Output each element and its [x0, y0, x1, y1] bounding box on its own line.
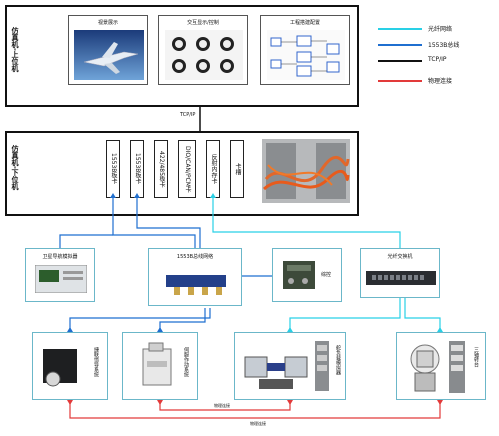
- card-1553b-b: 1553B板卡: [130, 140, 144, 198]
- panel-visual-display-title: 视景展示: [97, 20, 118, 26]
- device-load-sim-label: 舵负载模拟器: [335, 345, 341, 375]
- load-sim-image: [244, 356, 308, 389]
- cable-photo: [262, 139, 350, 203]
- panel-visual-display: 视景展示: [68, 15, 148, 85]
- device-servo: 伺服作动系统: [122, 332, 198, 400]
- device-control-label: 综控: [321, 272, 332, 278]
- switch-image: [366, 271, 436, 285]
- legend-physical-line: [378, 80, 422, 82]
- panel-project-config: 工程搭建配置: [260, 15, 350, 85]
- device-bus-network: 1553B总线网络: [148, 248, 242, 306]
- blocks-image: [267, 30, 345, 80]
- device-bus-network-label: 1553B总线网络: [176, 254, 214, 260]
- card-422-485: 422/485板卡: [154, 140, 168, 198]
- rack-image: [315, 341, 329, 391]
- servo-image: [142, 342, 172, 386]
- legend-tcpip-label: TCP/IP: [428, 56, 447, 63]
- legend-1553b-line: [378, 44, 422, 46]
- device-load-sim: 舵负载模拟器: [234, 332, 346, 400]
- gauges-image: [165, 30, 243, 80]
- device-sat-nav-label: 卫星导航模拟器: [42, 254, 78, 260]
- device-servo-label: 伺服作动系统: [183, 347, 189, 377]
- device-fiber-switch: 光纤交换机: [360, 248, 440, 298]
- device-sat-nav: 卫星导航模拟器: [25, 248, 95, 302]
- ins-image: [43, 349, 77, 387]
- device-control: 综控: [272, 248, 342, 302]
- lower-computer-title: 仿真机-下位机: [11, 145, 19, 190]
- card-slot: 卡槽: [230, 140, 244, 198]
- device-turntable-label: 三轴转台: [473, 347, 479, 367]
- legend-fiber-label: 光纤网络: [428, 26, 453, 33]
- panel-project-config-title: 工程搭建配置: [289, 20, 320, 26]
- panel-interaction-title: 交互显示/控制: [187, 20, 219, 26]
- legend-tcpip-line: [378, 60, 422, 62]
- device-ins-label: 捷联惯导系统: [93, 347, 99, 377]
- legend-physical-label: 物理连接: [428, 78, 453, 85]
- legend-fiber-line: [378, 28, 422, 30]
- tcpip-link-label: TCP/IP: [180, 112, 196, 118]
- legend-1553b-label: 1553B总线: [428, 42, 460, 49]
- card-dio-can-pcm: DIO/CAN/PCM卡: [178, 140, 196, 198]
- device-turntable: 三轴转台: [396, 332, 486, 400]
- device-ins: 捷联惯导系统: [32, 332, 108, 400]
- device-fiber-switch-label: 光纤交换机: [387, 254, 413, 260]
- turntable-image: [410, 344, 440, 392]
- bus-coupler-image: [166, 275, 226, 295]
- physical-connection-label-2: 物理连接: [250, 421, 266, 426]
- sat-nav-image: [35, 265, 87, 293]
- jet-image: [74, 30, 144, 80]
- upper-computer-title: 仿真机-上位机: [11, 27, 19, 72]
- turntable-rack-image: [449, 341, 465, 393]
- control-unit-image: [283, 261, 315, 289]
- panel-interaction: 交互显示/控制: [158, 15, 248, 85]
- physical-connection-label-1: 物理连接: [214, 403, 230, 408]
